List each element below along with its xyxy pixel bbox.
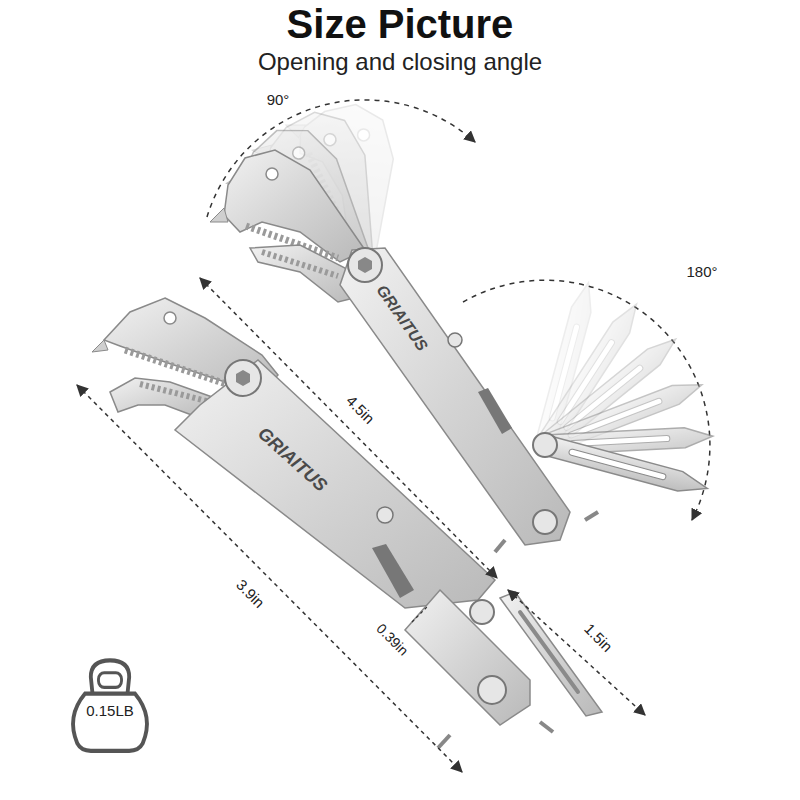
dimension-label: 1.5in [581,621,616,656]
dimension-line [412,606,428,622]
angle-label: 180° [686,264,717,281]
dimension-label: 4.5in [343,393,378,428]
angle-label: 90° [267,92,290,109]
dimension-label: 0.39in [373,621,411,659]
dimension-label: 3.9in [233,577,268,612]
dimension-line [200,278,497,578]
weight-value: 0.15LB [62,702,158,719]
weight-badge: 0.15LB [62,652,158,756]
page-title: Size Picture [0,0,800,48]
dimension-line [508,590,645,715]
subtitle: Opening and closing angle [258,49,542,75]
